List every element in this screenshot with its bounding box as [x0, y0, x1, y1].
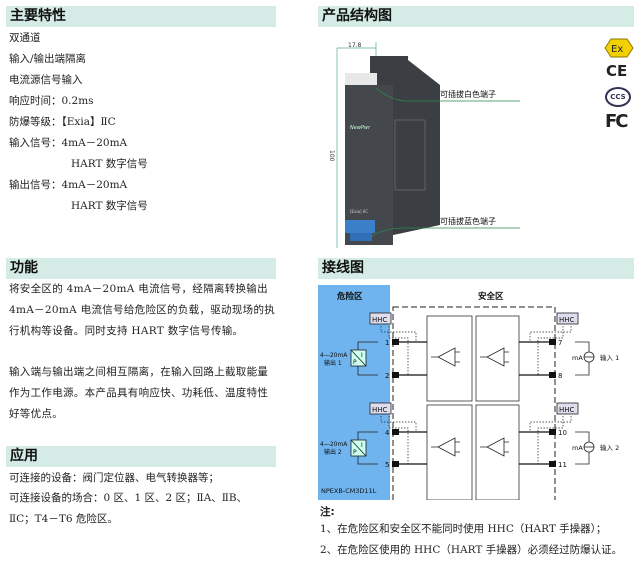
- output2-label: 输出 2: [324, 448, 342, 456]
- width-dimension: 17.8: [348, 42, 362, 49]
- input1-label: 输入 1: [600, 353, 619, 362]
- feature-item: 输入信号：4mA－20mA: [9, 137, 128, 149]
- feature-item: 输出信号：4mA－20mA: [9, 179, 128, 191]
- note-item: 1、在危险区和安全区不能同时使用 HHC（HART 手操器）；: [320, 523, 607, 535]
- blue-terminal: [350, 233, 372, 241]
- feature-item: 防爆等级：【Exia】ⅡC: [9, 116, 116, 128]
- svg-text:Ex: Ex: [611, 44, 623, 55]
- brand-label: NewPwr: [350, 125, 371, 131]
- fc-cert-icon: FC: [605, 111, 628, 132]
- input2-label: 输入 2: [600, 443, 619, 452]
- terminal-label: 4: [385, 429, 390, 437]
- output1-label: 输出 1: [324, 359, 342, 367]
- terminal-label: 1: [385, 339, 389, 347]
- safe-zone-label: 安全区: [478, 291, 504, 302]
- ip-p: P: [353, 449, 357, 456]
- terminal-label: 5: [385, 461, 389, 469]
- hhc-label: HHC: [372, 406, 388, 414]
- wiring-diagram: 危险区 安全区: [318, 285, 619, 500]
- ip-i: I: [361, 442, 363, 449]
- application-line: 可连接设备的场合：0 区、1 区、2 区；ⅡA、ⅡB、: [9, 492, 248, 504]
- note-item: 2、在危险区使用的 HHC（HART 手操器）必须经过防爆认证。: [320, 544, 623, 556]
- application-line: 可连接的设备：阀门定位器、电气转换器等；: [9, 472, 219, 484]
- output2-range: 4—20mA: [320, 441, 348, 448]
- ccs-cert-icon: CCS: [605, 87, 631, 107]
- output1-range: 4—20mA: [320, 352, 348, 359]
- ip-p: P: [353, 359, 357, 366]
- structure-header: 产品结构图: [318, 6, 634, 27]
- module-boundary: [392, 306, 556, 500]
- ip-i: I: [361, 352, 363, 359]
- terminal-label: 2: [385, 372, 389, 380]
- application-line: ⅡC；T4－T6 危险区。: [9, 513, 118, 525]
- blue-terminal-label-text: 可插拔蓝色端子: [440, 216, 496, 226]
- ce-cert-icon: CE: [606, 62, 628, 80]
- product-image: 17.8 100 NewPwr [Exia] IIC 可插拔白色端子 可插拔蓝色…: [328, 42, 520, 248]
- feature-item: HART 数字信号: [71, 200, 148, 212]
- model-number: NPEXB-CM3D11L: [321, 487, 377, 495]
- function-paragraph: 输入端与输出端之间相互隔离，在输入回路上截取能量作为工作电源。本产品具有响应快、…: [9, 366, 269, 420]
- terminal-label: 7: [558, 339, 562, 347]
- terminal-label: 11: [558, 461, 567, 469]
- terminal-label: 8: [558, 372, 562, 380]
- wiring-header: 接线图: [318, 258, 634, 279]
- notes-title: 注:: [320, 506, 335, 518]
- white-terminal: [345, 73, 377, 85]
- function-header: 功能: [6, 258, 276, 279]
- feature-item: 响应时间：0.2ms: [9, 95, 94, 107]
- hazard-zone-label: 危险区: [336, 291, 363, 302]
- hhc-label: HHC: [559, 406, 575, 414]
- white-terminal-label: 可插拔白色端子: [440, 89, 496, 99]
- blue-terminal-label: [345, 220, 375, 233]
- hhc-label: HHC: [372, 316, 388, 324]
- feature-item: HART 数字信号: [71, 158, 148, 170]
- hhc-label: HHC: [559, 316, 575, 324]
- height-dimension: 100: [328, 150, 335, 162]
- terminal-label: 10: [558, 429, 567, 437]
- feature-item: 输入/输出端隔离: [9, 53, 87, 65]
- ma-label: mA: [572, 354, 583, 362]
- feature-item: 双通道: [9, 32, 41, 44]
- function-paragraph: 将安全区的 4mA－20mA 电流信号，经隔离转换输出 4mA－20mA 电流信…: [9, 283, 276, 337]
- ma-label: mA: [572, 444, 583, 452]
- feature-item: 电流源信号输入: [9, 74, 83, 86]
- module-front: [345, 85, 393, 245]
- application-header: 应用: [6, 446, 276, 467]
- ex-marking: [Exia] IIC: [350, 209, 368, 214]
- features-header: 主要特性: [6, 6, 276, 27]
- ex-cert-icon: Ex: [604, 38, 634, 58]
- amplifier-icons: [431, 347, 509, 457]
